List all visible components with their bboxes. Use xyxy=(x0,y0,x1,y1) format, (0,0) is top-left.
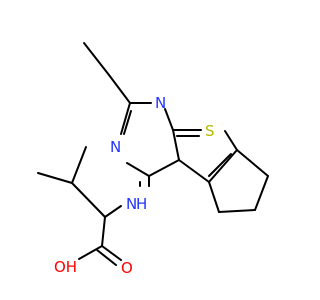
bond xyxy=(126,162,150,177)
bond xyxy=(96,249,117,266)
atom-labels: N N S N H OH O xyxy=(54,94,215,277)
bond xyxy=(71,182,106,218)
atom-label-o: O xyxy=(121,259,133,277)
atom-label-n1: N xyxy=(155,94,166,112)
bond xyxy=(101,216,106,247)
bond xyxy=(83,42,110,76)
bond xyxy=(148,159,180,177)
bond xyxy=(208,153,232,177)
bond xyxy=(172,129,180,161)
atom-label-s: S xyxy=(205,122,215,140)
structure-canvas: N N S N H OH O xyxy=(37,42,269,277)
bond xyxy=(208,181,220,213)
bond xyxy=(37,172,73,184)
bond xyxy=(108,74,131,104)
bond xyxy=(120,102,131,135)
bond xyxy=(178,159,210,183)
bond xyxy=(101,245,122,261)
bond xyxy=(78,245,103,260)
atom-label-oh: OH xyxy=(54,258,77,276)
bond xyxy=(164,108,174,131)
atom-label-nh: N xyxy=(126,195,137,213)
bond xyxy=(71,146,87,184)
bond xyxy=(208,149,238,183)
molecule-structure: N N S N H OH O xyxy=(37,42,269,277)
atom-label-h: H xyxy=(136,195,147,213)
bond xyxy=(218,209,256,213)
bond xyxy=(104,205,122,218)
bonds xyxy=(37,42,269,266)
bond xyxy=(254,175,269,211)
bond xyxy=(236,149,269,177)
atom-label-n2: N xyxy=(110,138,121,156)
bond xyxy=(123,110,132,135)
bond xyxy=(224,130,238,151)
